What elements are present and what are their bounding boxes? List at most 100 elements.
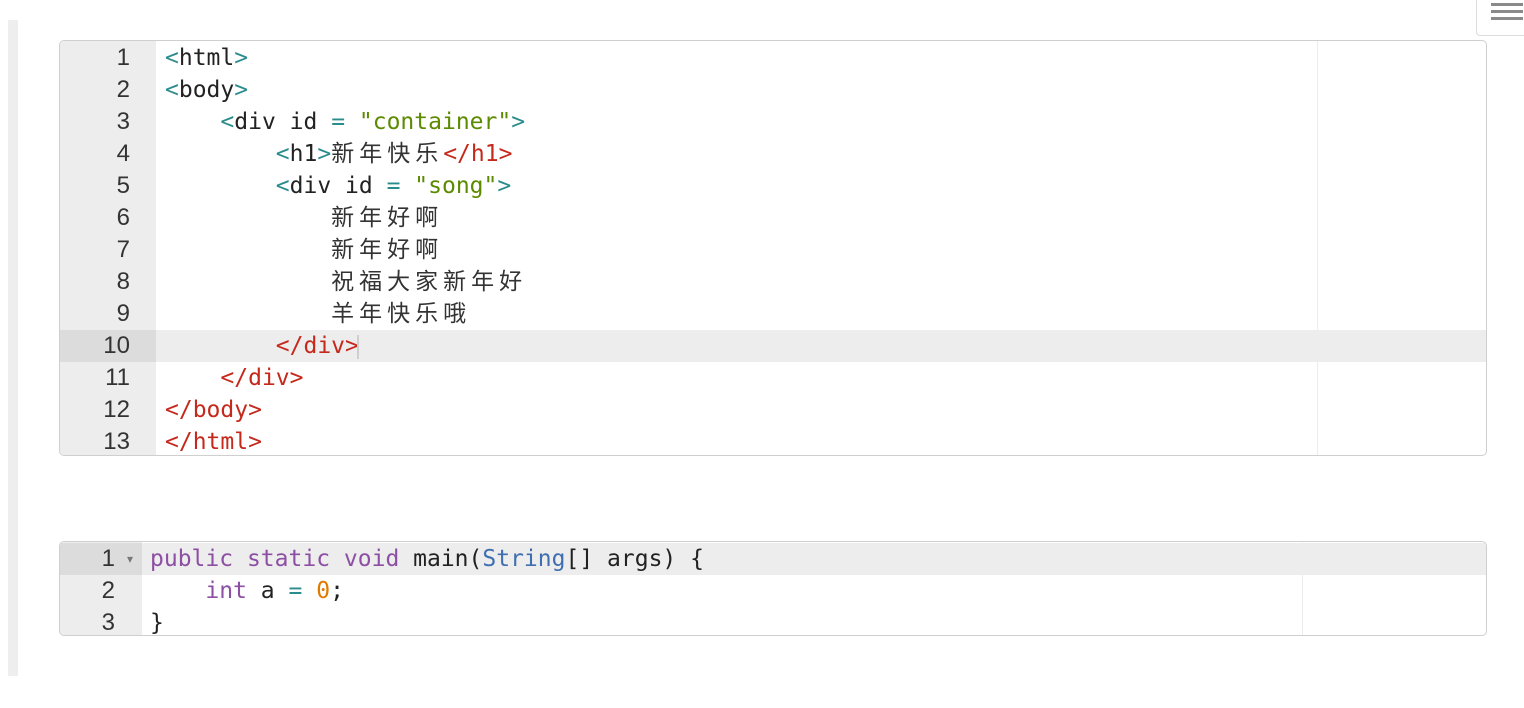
- code-line[interactable]: 10 </div>: [60, 330, 1486, 362]
- code-line[interactable]: 13</html>: [60, 426, 1486, 455]
- keyword: void: [343, 546, 400, 572]
- keyword: static: [246, 546, 331, 572]
- attribute-value: "song": [400, 173, 498, 199]
- line-number: 6: [116, 204, 130, 231]
- code-line[interactable]: 8 祝福大家新年好: [60, 266, 1486, 298]
- tag-name: div: [234, 109, 276, 135]
- line-number: 5: [116, 172, 130, 199]
- code-line[interactable]: 9 羊年快乐哦: [60, 298, 1486, 330]
- tag-bracket: <: [165, 77, 179, 103]
- fold-arrow-icon[interactable]: ▾: [126, 552, 133, 566]
- code-text: <div id = "song">: [165, 170, 511, 202]
- line-number-gutter: [60, 41, 156, 455]
- code-line[interactable]: 11 </div>: [60, 362, 1486, 394]
- code-token: main(: [399, 546, 483, 572]
- text-content: 羊年快乐哦: [331, 301, 472, 327]
- closing-tag-bracket: </: [220, 365, 249, 391]
- code-text: public static void main(String[] args) {: [150, 543, 704, 575]
- attribute-value: "container": [345, 109, 512, 135]
- code-token: ;: [330, 578, 344, 604]
- text-content: 新年好啊: [331, 205, 444, 231]
- code-line[interactable]: 6 新年好啊: [60, 202, 1486, 234]
- code-text: int a = 0;: [150, 575, 344, 607]
- text-content: 新年快乐: [331, 141, 444, 167]
- code-text: <body>: [165, 74, 248, 106]
- closing-tag-bracket: </: [165, 397, 193, 423]
- tag-bracket: <: [165, 45, 179, 71]
- code-text: </html>: [165, 426, 262, 455]
- code-token: }: [150, 610, 164, 636]
- java-code-editor[interactable]: 1▾public static void main(String[] args)…: [59, 541, 1487, 636]
- tag-bracket: <: [275, 173, 290, 199]
- line-number: 3: [116, 108, 130, 135]
- code-line[interactable]: 5 <div id = "song">: [60, 170, 1486, 202]
- code-line[interactable]: 3 <div id = "container">: [60, 106, 1486, 138]
- line-number: 1▾: [60, 543, 142, 575]
- text-content: 新年好啊: [331, 237, 444, 263]
- code-line[interactable]: 4 <h1>新年快乐</h1>: [60, 138, 1486, 170]
- line-number: 2: [116, 76, 130, 103]
- code-text: </div>: [165, 330, 359, 362]
- keyword: public: [150, 546, 234, 572]
- operator: =: [288, 578, 303, 604]
- indent: [165, 365, 220, 391]
- code-lines: 1▾public static void main(String[] args)…: [60, 543, 1486, 636]
- indent: [165, 173, 276, 199]
- code-text: <div id = "container">: [165, 106, 525, 138]
- text-cursor: [356, 334, 359, 359]
- code-text: </body>: [165, 394, 262, 426]
- tag-bracket: <: [220, 109, 235, 135]
- code-text: <h1>新年快乐</h1>: [165, 138, 513, 170]
- line-number: 11: [105, 364, 130, 391]
- code-text: 新年好啊: [165, 202, 443, 234]
- hamburger-menu-icon[interactable]: [1476, 0, 1524, 36]
- indent: [165, 269, 331, 295]
- closing-tag-bracket: >: [345, 333, 359, 359]
- line-number: 1: [116, 44, 130, 71]
- equals-operator: =: [331, 109, 346, 135]
- tag-name: html: [178, 45, 235, 71]
- code-line[interactable]: 2 int a = 0;: [60, 575, 1486, 607]
- tag-bracket: >: [317, 141, 332, 167]
- line-number: 10: [60, 330, 156, 362]
- code-line[interactable]: 1 <html>: [60, 42, 1486, 74]
- html-code-editor[interactable]: 1<html>2<body>3 <div id = "container">4 …: [59, 40, 1487, 456]
- closing-tag-bracket: </: [443, 141, 471, 167]
- line-number: 12: [103, 396, 130, 423]
- tag-name: div: [289, 173, 332, 199]
- code-lines: 1<html>2<body>3 <div id = "container">4 …: [60, 42, 1486, 455]
- code-text: </div>: [165, 362, 304, 394]
- code-text: 祝福大家新年好: [165, 266, 527, 298]
- closing-tag-name: div: [303, 333, 346, 359]
- code-token: [150, 578, 205, 604]
- keyword: int: [205, 578, 247, 604]
- tag-bracket: >: [234, 45, 249, 71]
- closing-tag-name: h1: [470, 141, 499, 167]
- code-line[interactable]: 12 </body>: [60, 394, 1486, 426]
- code-line[interactable]: 3}: [60, 607, 1486, 636]
- code-line[interactable]: 1▾public static void main(String[] args)…: [60, 543, 1486, 575]
- menu-bar: [1491, 17, 1523, 20]
- code-line[interactable]: 7 新年好啊: [60, 234, 1486, 266]
- code-token: [330, 546, 344, 572]
- code-text: }: [150, 607, 164, 636]
- tag-bracket: >: [497, 173, 512, 199]
- tag-name: body: [178, 77, 235, 103]
- indent: [165, 205, 331, 231]
- menu-bar: [1491, 10, 1523, 13]
- indent: [165, 333, 276, 359]
- tag-bracket: >: [234, 77, 249, 103]
- closing-tag-bracket: >: [498, 141, 513, 167]
- line-number: 7: [116, 236, 130, 263]
- print-margin: [1302, 542, 1303, 635]
- closing-tag-bracket: >: [289, 365, 304, 391]
- code-token: [] args) {: [565, 546, 704, 572]
- tag-name: h1: [289, 141, 318, 167]
- code-line[interactable]: 2 <body>: [60, 74, 1486, 106]
- left-accent-bar: [8, 20, 18, 676]
- code-token: [302, 578, 316, 604]
- indent: [165, 141, 276, 167]
- closing-tag-bracket: </: [275, 333, 304, 359]
- tag-bracket: >: [511, 109, 526, 135]
- attribute-name: id: [275, 109, 332, 135]
